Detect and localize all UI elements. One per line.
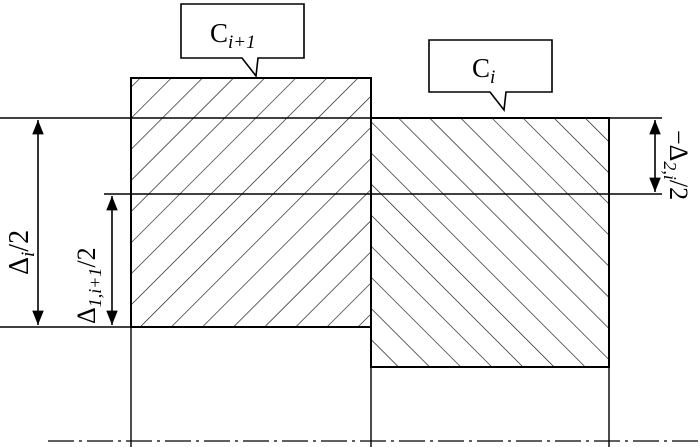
label-delta-2: −Δ2,i/2 [660,130,693,200]
label-c-next: Ci+1 [210,18,256,53]
label-delta-1: Δ1,i+1/2 [72,247,105,324]
zone-c-i [370,117,610,368]
zone-c-next [130,77,372,328]
label-c-i: Ci [472,53,495,88]
callout-c-next [180,3,305,79]
label-delta-i: Δi/2 [4,230,39,275]
callout-c-i [428,39,553,113]
